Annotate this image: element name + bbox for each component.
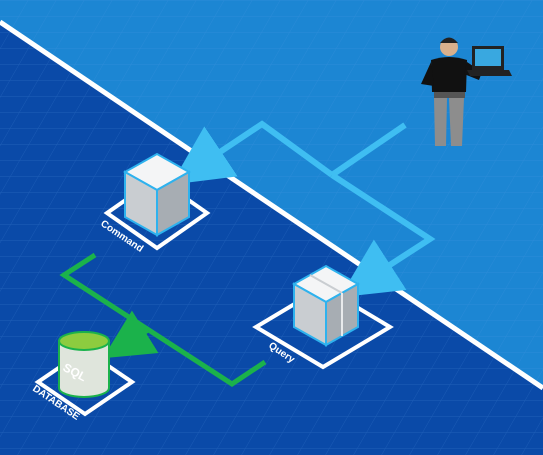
stacked-cubes-icon xyxy=(291,264,361,347)
cube-icon xyxy=(122,152,192,237)
user-flow-line xyxy=(330,122,407,178)
database-node: SQL DATABASE xyxy=(30,331,136,423)
command-platform xyxy=(103,175,211,251)
database-platform xyxy=(34,347,136,417)
command-flow-arrow xyxy=(171,120,334,185)
database-cylinder-icon xyxy=(58,331,110,398)
person-with-laptop-icon xyxy=(421,37,512,146)
query-node: Query xyxy=(252,264,394,370)
query-platform xyxy=(252,284,394,370)
query-flow-arrow xyxy=(330,172,436,298)
zone-divider xyxy=(0,19,543,391)
database-flow-arrow xyxy=(102,310,159,359)
